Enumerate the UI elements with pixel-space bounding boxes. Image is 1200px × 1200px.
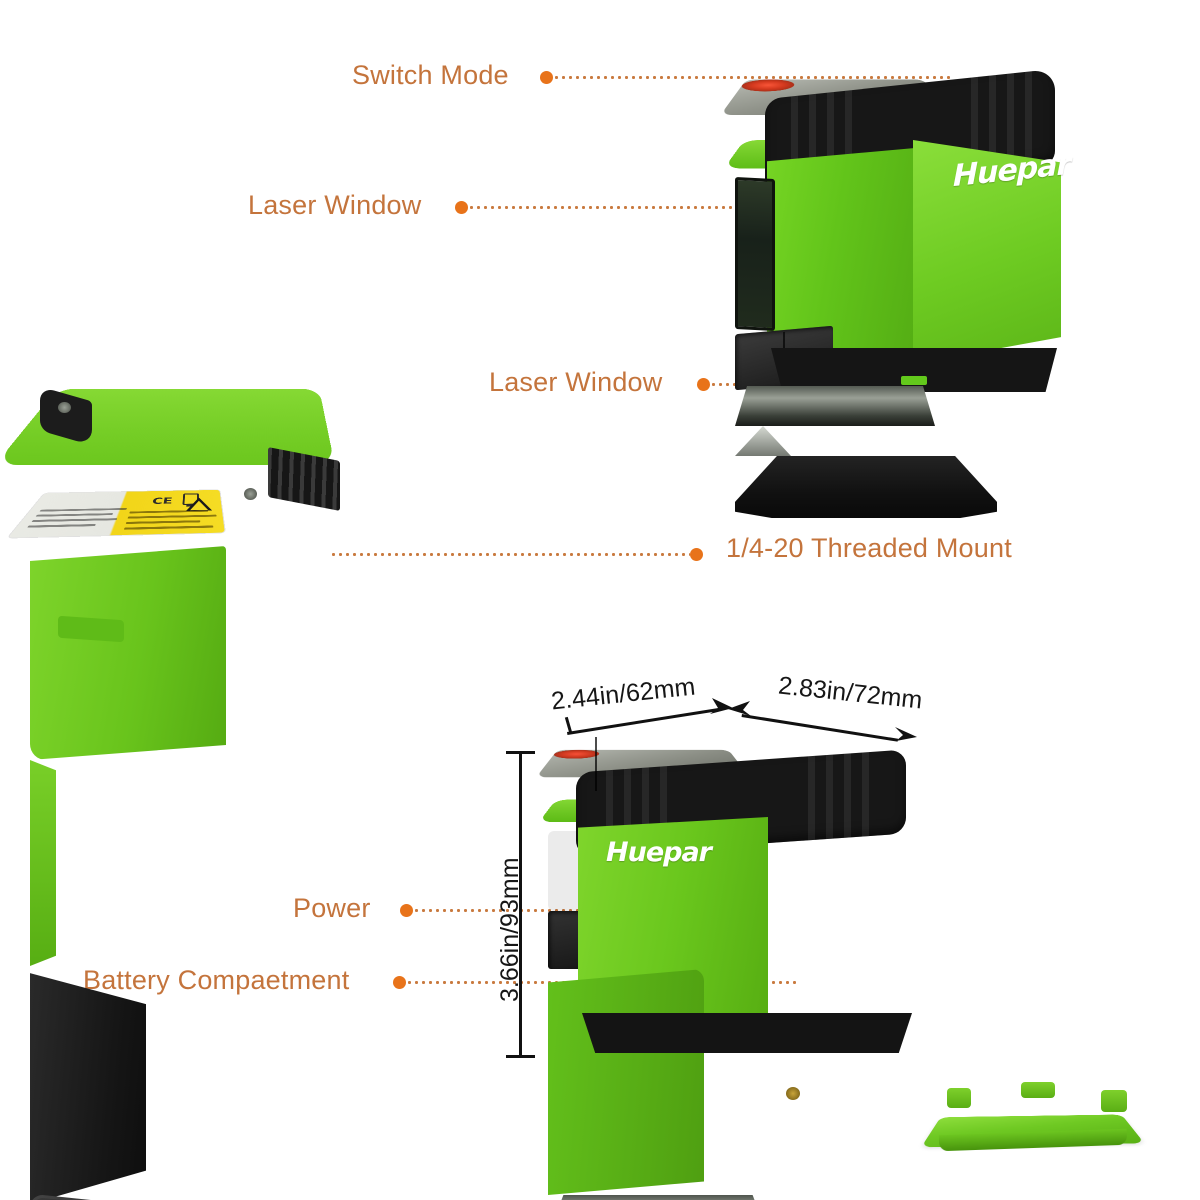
callout-leader-switch-mode: [553, 76, 953, 79]
brand-logo: Huepar: [606, 837, 712, 868]
body-green-face: [30, 546, 226, 760]
laser-window: [735, 176, 775, 332]
base-collar: [771, 348, 1057, 392]
product-image-battery-view: Huepar SUPER ALKALINE BATTERY SUPER ALKA…: [536, 735, 968, 1200]
body-black-side: [30, 973, 146, 1200]
ce-mark-icon: CE: [151, 495, 174, 507]
cover-tab: [1021, 1082, 1055, 1098]
callout-label-laser-window-bottom: Laser Window: [489, 367, 663, 397]
warning-spec-label: CE: [8, 489, 225, 538]
dimension-label-depth: 2.44in/62mm: [549, 672, 697, 716]
callout-dot-laser-window-bottom: [697, 378, 710, 391]
callout-leader-laser-window-top: [468, 206, 825, 209]
callout-leader-power: [413, 909, 635, 912]
laser-aperture-icon: [737, 79, 796, 92]
green-foot-tab: [58, 615, 124, 643]
callout-leader-threaded-mount: [330, 553, 690, 556]
laser-aperture-icon: [550, 749, 601, 759]
green-accent-tab: [901, 376, 927, 385]
dimension-arrow-depth-end: [710, 698, 733, 714]
dimension-line-height: [519, 752, 522, 1057]
product-image-rear-view: CE: [0, 368, 500, 1200]
callout-dot-power: [400, 904, 413, 917]
callout-dot-threaded-mount: [690, 548, 703, 561]
dimension-arrow-width-start: [728, 701, 751, 716]
callout-label-threaded-mount: 1/4-20 Threaded Mount: [726, 533, 1012, 563]
product-image-front-view: Huepar: [720, 62, 1085, 518]
body-green-edge: [30, 760, 56, 966]
dimension-tick-depth-start: [564, 716, 572, 734]
base-plate: [735, 456, 997, 518]
callout-label-power: Power: [293, 893, 371, 923]
body-right-face: [913, 140, 1061, 364]
dimension-line-depth: [567, 707, 721, 735]
callout-label-laser-window-top: Laser Window: [248, 190, 422, 220]
cover-tab: [1101, 1090, 1127, 1112]
dimension-tick-height-top: [506, 751, 535, 754]
bottom-laser-window-band: [735, 386, 935, 426]
dimension-tick-height-bottom: [506, 1055, 535, 1058]
base-collar: [582, 1013, 912, 1053]
screw-icon: [786, 1087, 800, 1100]
bottom-laser-window-band: [548, 1195, 768, 1200]
callout-label-battery-compartment: Battery Compaetment: [83, 965, 350, 995]
callout-dot-battery-compartment: [393, 976, 406, 989]
callout-dot-switch-mode: [540, 71, 553, 84]
cover-tab: [947, 1088, 971, 1108]
battery-cover[interactable]: [921, 1080, 1155, 1175]
screw-icon: [58, 402, 71, 413]
callout-dot-laser-window-top: [455, 201, 468, 214]
dimension-arrow-width-end: [895, 727, 917, 741]
prism-reflector: [735, 426, 791, 456]
battery-compartment[interactable]: SUPER ALKALINE BATTERY SUPER ALKALINE BA…: [548, 969, 704, 1195]
callout-label-switch-mode: Switch Mode: [352, 60, 509, 90]
screw-icon: [244, 488, 257, 500]
dimension-label-width: 2.83in/72mm: [776, 671, 924, 715]
